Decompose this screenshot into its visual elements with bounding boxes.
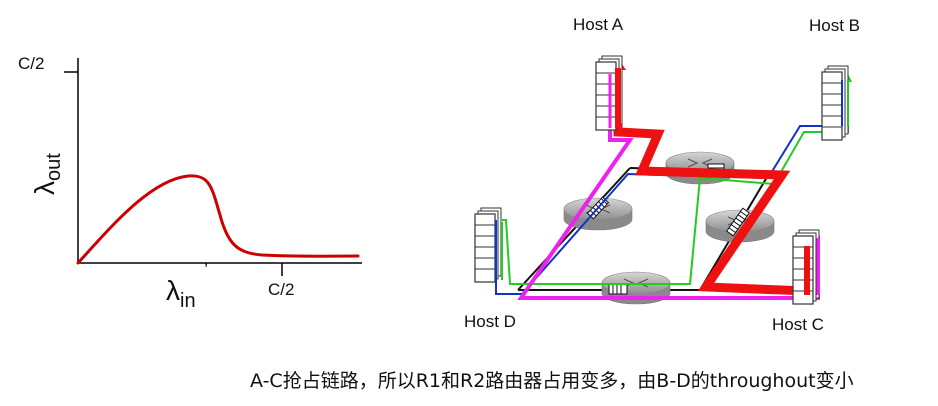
x-tick-label: C/2 xyxy=(268,280,294,299)
host-d xyxy=(474,207,502,283)
host-c-label: Host C xyxy=(772,315,824,334)
network-diagram: Host A Host B Host C Host D xyxy=(464,15,860,334)
buffer-r3 xyxy=(725,207,751,237)
caption: A-C抢占链路，所以R1和R2路由器占用变多，由B-D的throughout变小 xyxy=(250,370,854,392)
throughput-curve xyxy=(76,174,360,265)
x-axis-mark: ’ xyxy=(204,260,208,280)
y-tick-label: C/2 xyxy=(18,54,44,73)
host-b xyxy=(821,65,849,141)
throughput-graph: C/2 C/2 λout λin ’ xyxy=(18,54,362,312)
x-axis-label: λin xyxy=(166,275,196,312)
host-a-label: Host A xyxy=(573,15,624,34)
svg-text:λout: λout xyxy=(29,153,65,195)
x-axis-symbol: λ xyxy=(166,275,180,306)
host-d-label: Host D xyxy=(464,312,516,331)
host-b-label: Host B xyxy=(809,16,860,35)
flow-red-a-c xyxy=(613,64,812,296)
x-axis-subscript: in xyxy=(180,290,196,312)
y-axis-label: λout xyxy=(29,153,65,195)
y-axis-subscript: out xyxy=(43,153,65,181)
buffer-r4 xyxy=(608,283,628,295)
y-axis-symbol: λ xyxy=(29,181,60,195)
